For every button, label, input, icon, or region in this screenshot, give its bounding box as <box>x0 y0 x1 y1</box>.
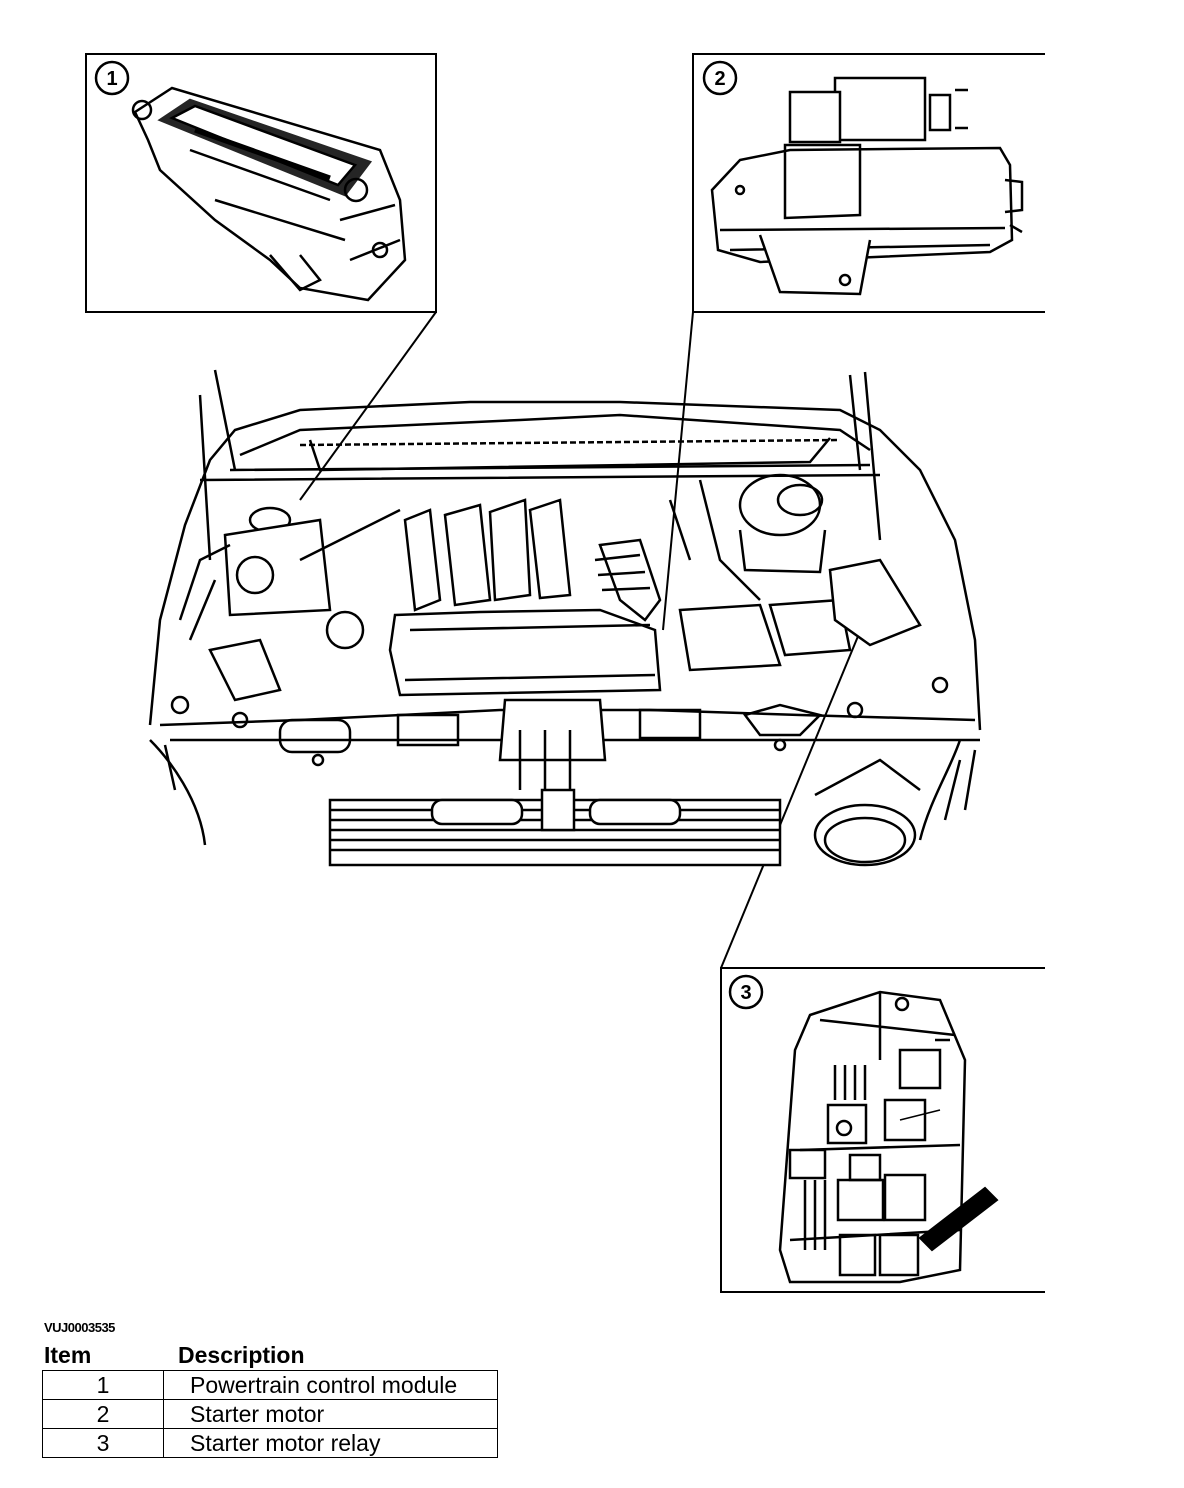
legend-header: Item Description <box>42 1340 498 1370</box>
legend-row-description: Starter motor relay <box>163 1428 498 1458</box>
legend-row: 1 Powertrain control module <box>42 1370 498 1400</box>
callout-circle-3 <box>728 974 764 1010</box>
callout-number-1: 1 <box>106 68 117 90</box>
callout-number-2: 2 <box>714 68 725 90</box>
legend-row-item: 1 <box>42 1370 164 1400</box>
detail-panel-3: 3 <box>720 967 1045 1293</box>
figure-id: VUJ0003535 <box>44 1320 115 1335</box>
detail-panel-1: 1 <box>85 53 437 313</box>
legend-row-item: 3 <box>42 1428 164 1458</box>
callout-circle-1 <box>94 60 130 96</box>
callout-circle-2 <box>702 60 738 96</box>
legend-row-item: 2 <box>42 1399 164 1429</box>
detail-panel-2: 2 <box>692 53 1045 313</box>
legend-row: 3 Starter motor relay <box>42 1428 498 1458</box>
callout-number-3: 3 <box>740 982 751 1004</box>
legend-row-description: Starter motor <box>163 1399 498 1429</box>
legend-header-item: Item <box>44 1342 92 1368</box>
engine-bay-drawing <box>148 369 982 867</box>
legend-table: 1 Powertrain control module 2 Starter mo… <box>42 1370 498 1458</box>
pointer-arrow <box>918 1186 999 1252</box>
legend-row-description: Powertrain control module <box>163 1370 498 1400</box>
relay-box-drawing <box>778 990 967 1284</box>
legend-header-description: Description <box>178 1342 305 1368</box>
starter-motor-drawing <box>710 76 1024 296</box>
pcm-module-drawing <box>131 86 407 302</box>
engine-bay-illustration: 1 2 <box>85 53 1045 1293</box>
legend-row: 2 Starter motor <box>42 1399 498 1429</box>
legend: Item Description 1 Powertrain control mo… <box>42 1340 498 1458</box>
leader-line-2 <box>662 311 694 631</box>
leader-line-3 <box>720 611 869 969</box>
